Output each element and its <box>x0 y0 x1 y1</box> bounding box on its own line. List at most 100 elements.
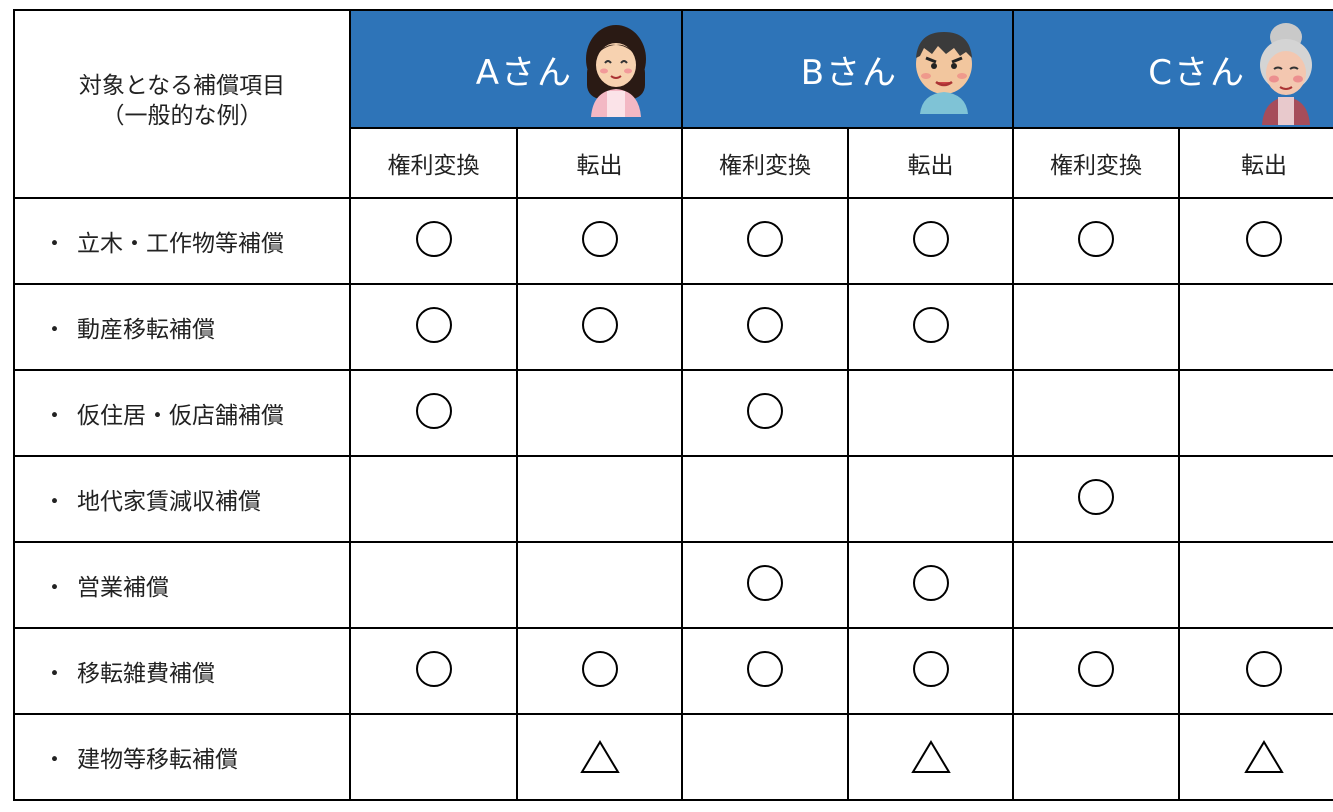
circle-icon <box>581 307 618 343</box>
circle-icon <box>1246 651 1283 687</box>
triangle-icon <box>1244 740 1284 773</box>
bullet: ・ <box>43 231 66 257</box>
empty-cell <box>1178 369 1333 457</box>
conditional-triangle-mark <box>847 713 1015 801</box>
table-row: ・立木・工作物等補償 <box>13 197 1333 285</box>
person-name-b: Bさん <box>800 52 899 93</box>
circle-icon <box>912 221 949 257</box>
bullet: ・ <box>43 661 66 687</box>
empty-cell <box>1178 283 1333 371</box>
applicable-circle-mark <box>1178 197 1333 285</box>
circle-icon <box>747 221 784 257</box>
empty-cell <box>1012 541 1181 629</box>
applicable-circle-mark <box>515 283 684 371</box>
applicable-circle-mark <box>847 627 1015 715</box>
empty-cell <box>349 455 518 543</box>
circle-icon <box>1078 479 1115 515</box>
corner-label-line-2: （一般的な例） <box>101 103 263 129</box>
sub-header-kenri-henkan: 権利変換 <box>681 127 850 199</box>
triangle-icon <box>910 740 951 773</box>
applicable-circle-mark <box>847 197 1015 285</box>
applicable-circle-mark <box>1012 197 1181 285</box>
empty-cell <box>1178 455 1333 543</box>
circle-icon <box>415 393 452 429</box>
applicable-circle-mark <box>681 627 850 715</box>
circle-icon <box>581 221 618 257</box>
triangle-icon <box>579 740 620 773</box>
circle-icon <box>1078 651 1115 687</box>
applicable-circle-mark <box>681 541 850 629</box>
empty-cell <box>515 455 684 543</box>
sub-header-tenshutsu: 転出 <box>847 127 1015 199</box>
corner-header: 対象となる補償項目 （一般的な例） <box>13 9 351 199</box>
applicable-circle-mark <box>349 369 518 457</box>
bullet: ・ <box>43 317 66 343</box>
circle-icon <box>1078 221 1115 257</box>
elderly-woman-avatar-icon <box>1254 13 1318 125</box>
applicable-circle-mark <box>681 283 850 371</box>
conditional-triangle-mark <box>515 713 684 801</box>
person-name-c: Cさん <box>1148 52 1247 93</box>
empty-cell <box>1012 283 1181 371</box>
empty-cell <box>349 541 518 629</box>
circle-icon <box>747 565 784 601</box>
sub-header-kenri-henkan: 権利変換 <box>1012 127 1181 199</box>
applicable-circle-mark <box>349 283 518 371</box>
applicable-circle-mark <box>681 369 850 457</box>
compensation-table: 対象となる補償項目 （一般的な例） Aさん <box>13 9 1333 801</box>
applicable-circle-mark <box>847 541 1015 629</box>
compensation-item: ・動産移転補償 <box>13 283 351 371</box>
applicable-circle-mark <box>1012 455 1181 543</box>
table-row: ・動産移転補償 <box>13 283 1333 371</box>
empty-cell <box>847 369 1015 457</box>
conditional-triangle-mark <box>1178 713 1333 801</box>
circle-icon <box>747 307 784 343</box>
circle-icon <box>912 307 949 343</box>
applicable-circle-mark <box>515 197 684 285</box>
applicable-circle-mark <box>681 197 850 285</box>
applicable-circle-mark <box>847 283 1015 371</box>
table-row: ・地代家賃減収補償 <box>13 455 1333 543</box>
empty-cell <box>1012 713 1181 801</box>
circle-icon <box>1246 221 1283 257</box>
compensation-item-label: 動産移転補償 <box>77 317 215 343</box>
person-name-a: Aさん <box>475 52 574 93</box>
compensation-item-label: 立木・工作物等補償 <box>77 231 284 257</box>
circle-icon <box>912 565 949 601</box>
table-row: ・移転雑費補償 <box>13 627 1333 715</box>
circle-icon <box>415 221 452 257</box>
circle-icon <box>747 651 784 687</box>
applicable-circle-mark <box>349 197 518 285</box>
compensation-item-label: 地代家賃減収補償 <box>77 489 261 515</box>
compensation-item: ・建物等移転補償 <box>13 713 351 801</box>
empty-cell <box>847 455 1015 543</box>
man-avatar-icon <box>906 24 982 114</box>
table-row: ・建物等移転補償 <box>13 713 1333 801</box>
applicable-circle-mark <box>1012 627 1181 715</box>
empty-cell <box>515 541 684 629</box>
person-header-c: Cさん <box>1012 9 1333 129</box>
table-row: ・営業補償 <box>13 541 1333 629</box>
compensation-item: ・営業補償 <box>13 541 351 629</box>
circle-icon <box>912 651 949 687</box>
sub-header-tenshutsu: 転出 <box>1178 127 1333 199</box>
sub-header-tenshutsu: 転出 <box>515 127 684 199</box>
applicable-circle-mark <box>1178 627 1333 715</box>
compensation-item: ・仮住居・仮店舗補償 <box>13 369 351 457</box>
compensation-item: ・立木・工作物等補償 <box>13 197 351 285</box>
empty-cell <box>1012 369 1181 457</box>
compensation-item-label: 仮住居・仮店舗補償 <box>77 403 284 429</box>
empty-cell <box>349 713 518 801</box>
table-row: ・仮住居・仮店舗補償 <box>13 369 1333 457</box>
bullet: ・ <box>43 403 66 429</box>
bullet: ・ <box>43 575 66 601</box>
sub-header-kenri-henkan: 権利変換 <box>349 127 518 199</box>
applicable-circle-mark <box>515 627 684 715</box>
circle-icon <box>581 651 618 687</box>
compensation-item: ・地代家賃減収補償 <box>13 455 351 543</box>
corner-label-line-1: 対象となる補償項目 <box>78 73 286 99</box>
circle-icon <box>415 307 452 343</box>
compensation-item-label: 営業補償 <box>77 575 169 601</box>
compensation-item-label: 移転雑費補償 <box>77 661 215 687</box>
